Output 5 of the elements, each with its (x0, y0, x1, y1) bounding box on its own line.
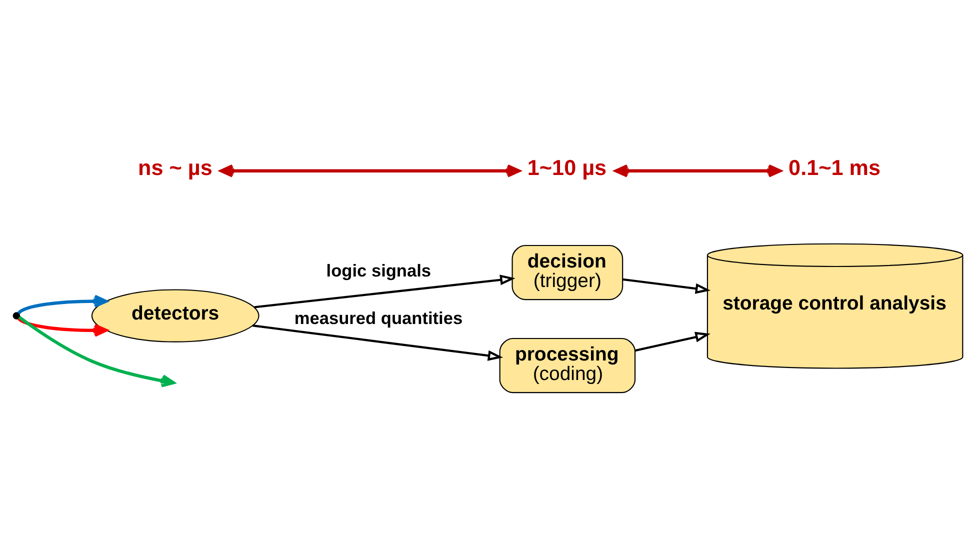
label: 1~10 µs (526, 154, 606, 180)
label: ns ~ µs (138, 154, 212, 180)
edge-label: measured quantities (294, 308, 462, 328)
label: 0.1~1 ms (788, 154, 880, 180)
edge-label: logic signals (326, 260, 431, 280)
